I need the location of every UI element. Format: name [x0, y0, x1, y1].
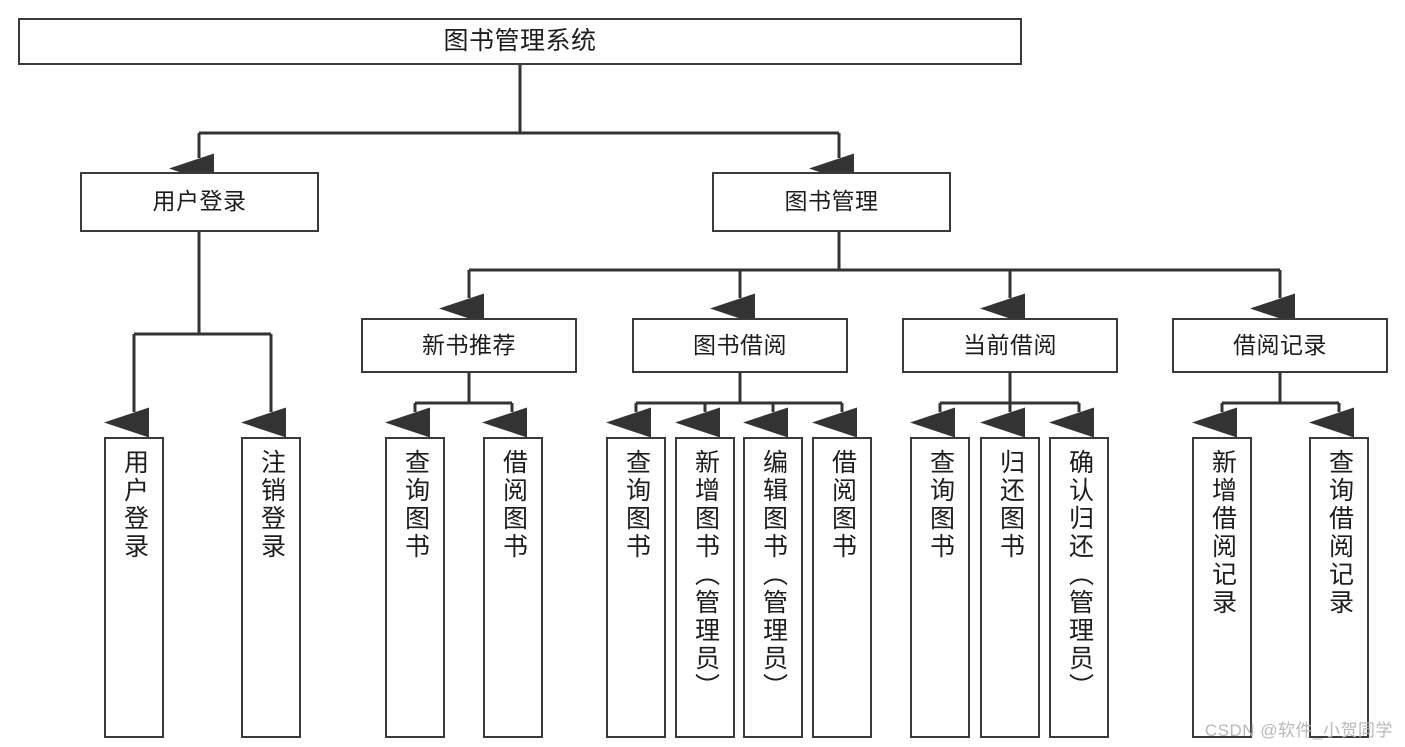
- node-leaf-query-borrow-record[interactable]: 查询借阅记录: [1309, 437, 1369, 738]
- node-user-login-label: 用户登录: [152, 188, 247, 215]
- watermark-text: CSDN @软件_小贺同学: [1204, 721, 1393, 740]
- node-leaf-edit-book-admin[interactable]: 编辑图书（管理员）: [743, 437, 803, 738]
- node-book-management-label: 图书管理: [784, 188, 879, 215]
- node-leaf-logout-label: 注销登录: [257, 449, 286, 561]
- node-leaf-query-book-3[interactable]: 查询图书: [910, 437, 970, 738]
- node-leaf-return-book[interactable]: 归还图书: [980, 437, 1040, 738]
- node-leaf-query-book-2-label: 查询图书: [622, 449, 651, 561]
- node-leaf-borrow-book-1[interactable]: 借阅图书: [483, 437, 543, 738]
- node-leaf-borrow-book-2[interactable]: 借阅图书: [812, 437, 872, 738]
- node-book-borrow[interactable]: 图书借阅: [632, 318, 848, 373]
- node-leaf-confirm-return-admin[interactable]: 确认归还（管理员）: [1049, 437, 1109, 738]
- node-leaf-query-book-1-label: 查询图书: [401, 449, 430, 561]
- node-leaf-user-login[interactable]: 用户登录: [104, 437, 164, 738]
- node-leaf-add-book-admin[interactable]: 新增图书（管理员）: [675, 437, 735, 738]
- node-leaf-query-book-1[interactable]: 查询图书: [385, 437, 445, 738]
- node-new-book-recommend-label: 新书推荐: [422, 331, 516, 358]
- node-borrow-records[interactable]: 借阅记录: [1172, 318, 1388, 373]
- node-root[interactable]: 图书管理系统: [18, 18, 1022, 65]
- node-leaf-confirm-return-admin-label: 确认归还（管理员）: [1065, 449, 1094, 701]
- node-leaf-add-book-admin-label: 新增图书（管理员）: [691, 449, 720, 701]
- node-book-borrow-label: 图书借阅: [693, 331, 787, 358]
- node-leaf-edit-book-admin-label: 编辑图书（管理员）: [759, 449, 788, 701]
- node-borrow-records-label: 借阅记录: [1233, 331, 1327, 358]
- node-leaf-add-borrow-record[interactable]: 新增借阅记录: [1192, 437, 1252, 738]
- node-current-borrow-label: 当前借阅: [963, 331, 1057, 358]
- node-leaf-query-book-2[interactable]: 查询图书: [606, 437, 666, 738]
- node-leaf-query-borrow-record-label: 查询借阅记录: [1325, 449, 1354, 617]
- node-leaf-add-borrow-record-label: 新增借阅记录: [1208, 449, 1237, 617]
- node-leaf-borrow-book-2-label: 借阅图书: [828, 449, 857, 561]
- node-leaf-logout[interactable]: 注销登录: [241, 437, 301, 738]
- node-user-login[interactable]: 用户登录: [80, 172, 319, 232]
- node-leaf-query-book-3-label: 查询图书: [926, 449, 955, 561]
- node-root-label: 图书管理系统: [443, 26, 597, 55]
- node-book-management[interactable]: 图书管理: [712, 172, 951, 232]
- node-leaf-return-book-label: 归还图书: [996, 449, 1025, 561]
- node-leaf-user-login-label: 用户登录: [120, 449, 149, 561]
- node-new-book-recommend[interactable]: 新书推荐: [361, 318, 577, 373]
- node-leaf-borrow-book-1-label: 借阅图书: [499, 449, 528, 561]
- node-current-borrow[interactable]: 当前借阅: [902, 318, 1118, 373]
